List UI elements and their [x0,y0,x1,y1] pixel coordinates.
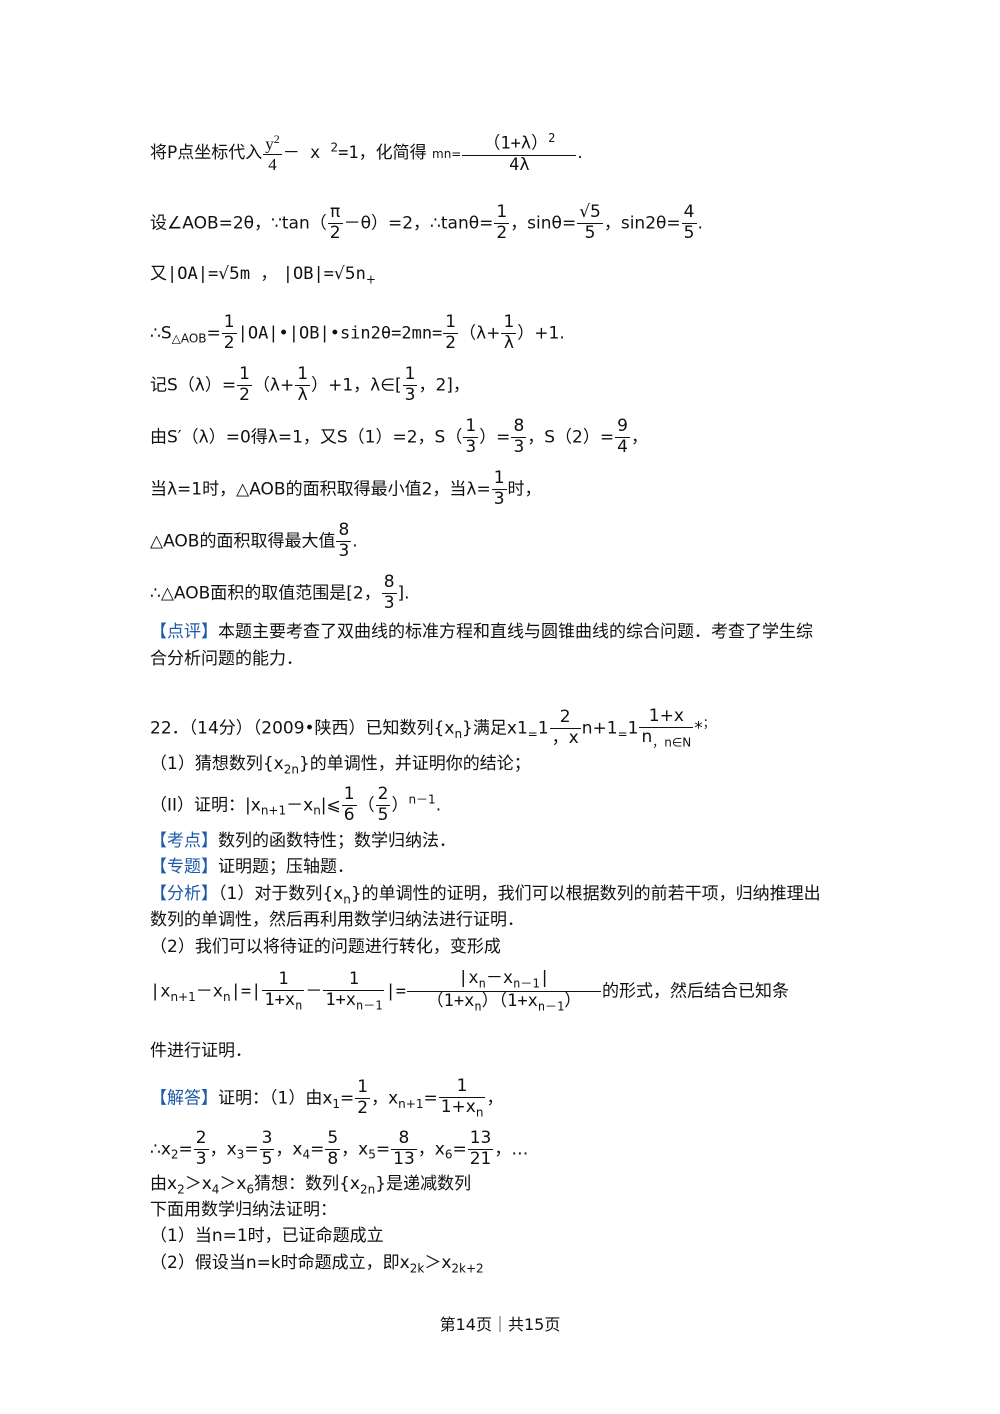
zhuanti-line: 【专题】证明题；压轴题． [150,857,354,877]
jieda-tag: 【解答】 [150,1088,218,1109]
jieda-line-5: （1）当n=1时，已证命题成立 [150,1226,384,1246]
jieda-line-4: 下面用数学归纳法证明： [150,1200,337,1220]
oa-ob-length-line: 又|OA|=√5m ， |OB|=√5n+ [150,264,376,287]
fenxi-line: 【分析】（1）对于数列{xn}的单调性的证明，我们可以根据数列的前若干项，归纳推… [150,884,821,907]
fenxi-line-4: 件进行证明． [150,1041,252,1061]
comment-tag: 【点评】 [150,622,218,642]
comment-line-2: 合分析问题的能力． [150,649,303,669]
zhuanti-tag: 【专题】 [150,857,218,877]
question-22-part-1: （1）猜想数列{x2n}的单调性，并证明你的结论； [150,754,531,777]
fenxi-line-3: （2）我们可以将待证的问题进行转化，变形成 [150,937,501,957]
comment-line: 【点评】本题主要考查了双曲线的标准方程和直线与圆锥曲线的综合问题．考查了学生综 [150,622,813,642]
fenxi-line-2: 数列的单调性，然后再利用数学归纳法进行证明． [150,910,524,930]
page-footer: 第14页｜共15页 [439,1315,561,1334]
kaodian-line: 【考点】数列的函数特性；数学归纳法． [150,831,456,851]
jieda-line-6: （2）假设当n=k时命题成立，即x2k＞x2k+2 [150,1253,484,1276]
kaodian-tag: 【考点】 [150,831,218,851]
fenxi-tag: 【分析】 [150,884,218,904]
jieda-line-3: 由x2＞x4＞x6猜想：数列{x2n}是递减数列 [150,1174,472,1197]
